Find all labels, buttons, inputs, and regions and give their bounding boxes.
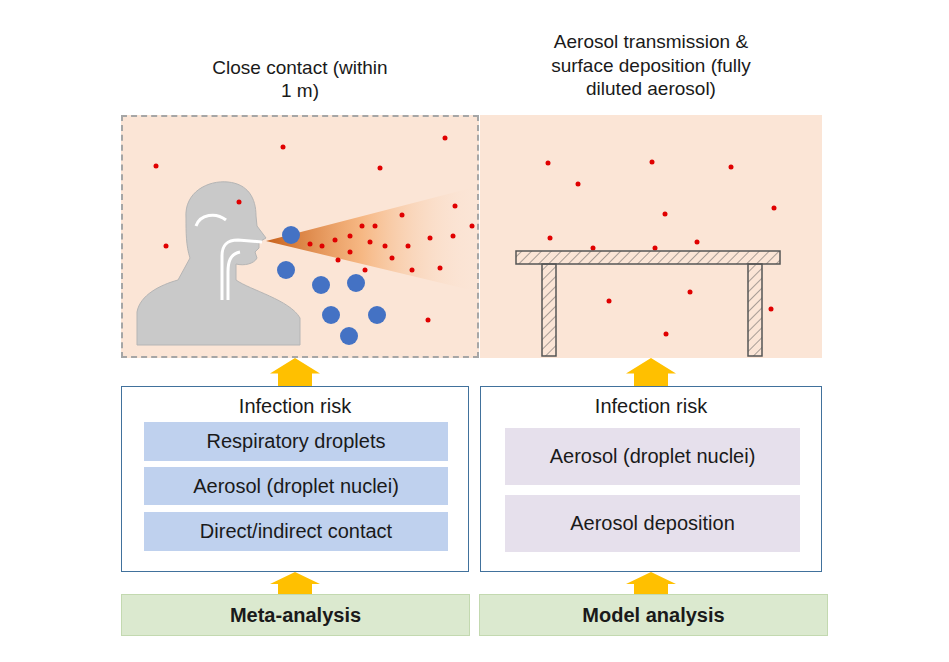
block-arrow [270, 572, 320, 594]
risk-box: Infection riskRespiratory dropletsAeroso… [121, 386, 469, 572]
panel-ground [121, 115, 479, 358]
box-label: Meta-analysis [230, 604, 361, 627]
panel-title: Aerosol transmission & surface depositio… [536, 30, 766, 101]
box-label: Infection risk [122, 395, 468, 418]
table-top [516, 251, 780, 264]
scene-panel: Close contact (within 1 m) [121, 115, 479, 358]
block-arrow [270, 358, 320, 386]
head-silhouette [137, 182, 300, 345]
risk-item: Respiratory droplets [144, 422, 448, 461]
airway [196, 215, 262, 300]
box-label: Respiratory droplets [207, 430, 386, 453]
box-label: Infection risk [481, 395, 821, 418]
method-box: Meta-analysis [121, 594, 470, 636]
aerosol-dots [154, 136, 777, 337]
box-label: Aerosol deposition [570, 512, 735, 535]
box-label: Direct/indirect contact [200, 520, 392, 543]
box-label: Aerosol (droplet nuclei) [550, 445, 756, 468]
risk-item: Direct/indirect contact [144, 512, 448, 551]
block-arrow [626, 358, 676, 386]
scene-panel: Aerosol transmission & surface depositio… [480, 115, 822, 358]
table-leg [748, 264, 762, 356]
respiratory-droplets [277, 226, 386, 345]
risk-box: Infection riskAerosol (droplet nuclei) Ae… [480, 386, 822, 572]
box-label: Model analysis [582, 604, 724, 627]
box-label: Aerosol (droplet nuclei) [193, 475, 399, 498]
exhaled-cone [266, 186, 479, 292]
risk-item: Aerosol (droplet nuclei) [144, 467, 448, 505]
panel-ground [480, 115, 822, 358]
method-box: Model analysis [479, 594, 828, 636]
table [516, 251, 780, 356]
table-leg [542, 264, 556, 356]
risk-item: Aerosol (droplet nuclei) [505, 428, 800, 485]
panel-title: Close contact (within 1 m) [205, 56, 395, 104]
block-arrow [626, 572, 676, 594]
risk-item: Aerosol deposition [505, 495, 800, 552]
